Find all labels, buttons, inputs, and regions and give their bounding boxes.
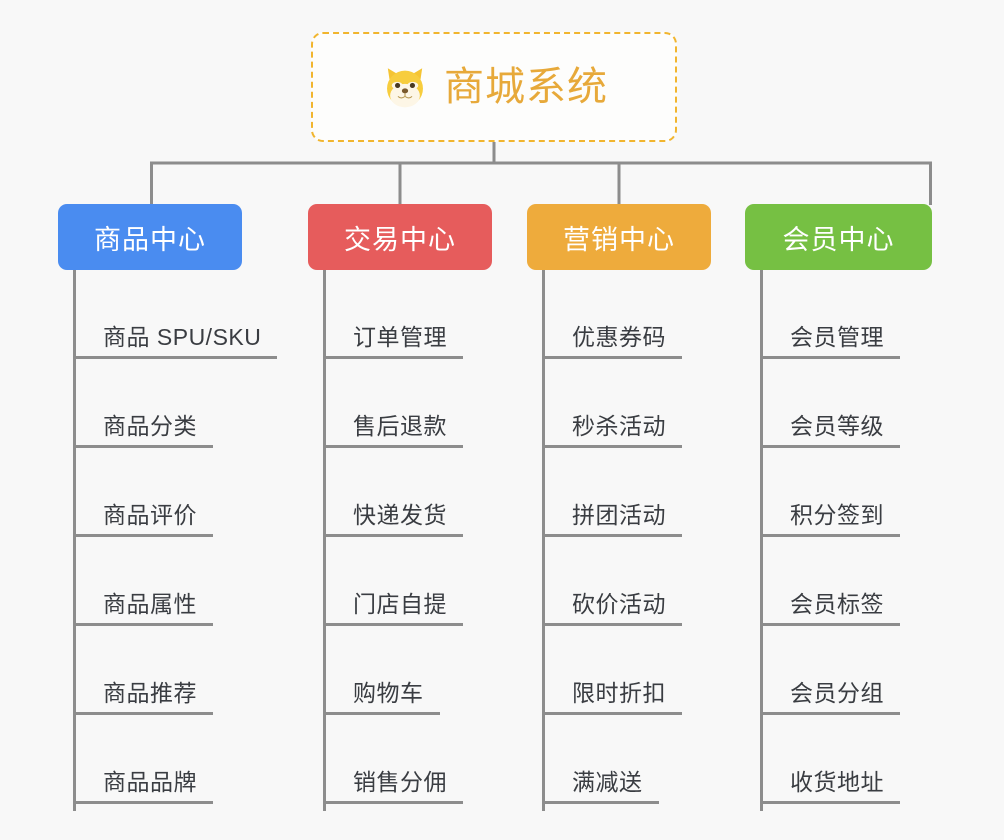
- category-box-product[interactable]: 商品中心: [58, 204, 242, 270]
- root-title: 商城系统: [444, 65, 608, 109]
- leaf-label: 售后退款: [353, 412, 447, 439]
- list-item[interactable]: 商品分类: [73, 359, 323, 448]
- list-item[interactable]: 门店自提: [323, 537, 545, 626]
- list-item[interactable]: 商品属性: [73, 537, 323, 626]
- column-spine-product: [73, 270, 76, 811]
- leaf-label: 拼团活动: [572, 501, 666, 528]
- leaf-label: 会员标签: [790, 590, 884, 617]
- leaf-label: 会员等级: [790, 412, 884, 439]
- leaf-label: 积分签到: [790, 501, 884, 528]
- list-item[interactable]: 销售分佣: [323, 715, 545, 804]
- category-column-marketing: 营销中心 优惠券码 秒杀活动 拼团活动 砍价活动 限时折扣 满减送: [527, 204, 745, 811]
- list-item[interactable]: 限时折扣: [542, 626, 760, 715]
- leaf-label: 购物车: [353, 679, 424, 706]
- leaf-list-marketing: 优惠券码 秒杀活动 拼团活动 砍价活动 限时折扣 满减送: [542, 270, 760, 804]
- leaf-label: 商品推荐: [103, 679, 197, 706]
- category-title-trade: 交易中心: [344, 224, 456, 255]
- category-box-member[interactable]: 会员中心: [745, 204, 932, 270]
- list-item[interactable]: 秒杀活动: [542, 359, 760, 448]
- leaf-label: 销售分佣: [353, 768, 447, 795]
- category-box-marketing[interactable]: 营销中心: [527, 204, 711, 270]
- list-item[interactable]: 商品推荐: [73, 626, 323, 715]
- leaf-label: 订单管理: [353, 323, 447, 350]
- shiba-dog-face-icon: [387, 68, 423, 109]
- leaf-label: 秒杀活动: [572, 412, 666, 439]
- list-item[interactable]: 会员分组: [760, 626, 990, 715]
- leaf-label: 优惠券码: [572, 323, 666, 350]
- category-box-trade[interactable]: 交易中心: [308, 204, 492, 270]
- column-spine-marketing: [542, 270, 545, 811]
- list-item[interactable]: 砍价活动: [542, 537, 760, 626]
- list-item[interactable]: 售后退款: [323, 359, 545, 448]
- leaf-label: 快递发货: [353, 501, 447, 528]
- category-columns: 商品中心 商品 SPU/SKU 商品分类 商品评价 商品属性 商品推荐 商品品牌…: [0, 204, 1004, 840]
- leaf-label: 商品评价: [103, 501, 197, 528]
- leaf-list-product: 商品 SPU/SKU 商品分类 商品评价 商品属性 商品推荐 商品品牌: [73, 270, 323, 804]
- list-item[interactable]: 快递发货: [323, 448, 545, 537]
- leaf-label: 商品 SPU/SKU: [103, 323, 262, 350]
- list-item[interactable]: 会员标签: [760, 537, 990, 626]
- list-item[interactable]: 商品评价: [73, 448, 323, 537]
- list-item[interactable]: 满减送: [542, 715, 760, 804]
- list-item[interactable]: 优惠券码: [542, 270, 760, 359]
- category-column-member: 会员中心 会员管理 会员等级 积分签到 会员标签 会员分组 收货地址: [745, 204, 975, 811]
- list-item[interactable]: 购物车: [323, 626, 545, 715]
- leaf-label: 满减送: [572, 768, 643, 795]
- root-node[interactable]: 商城系统: [311, 32, 677, 142]
- list-item[interactable]: 收货地址: [760, 715, 990, 804]
- leaf-label: 商品品牌: [103, 768, 197, 795]
- list-item[interactable]: 拼团活动: [542, 448, 760, 537]
- column-spine-trade: [323, 270, 326, 811]
- category-title-marketing: 营销中心: [563, 224, 675, 255]
- column-spine-member: [760, 270, 763, 811]
- category-column-product: 商品中心 商品 SPU/SKU 商品分类 商品评价 商品属性 商品推荐 商品品牌: [58, 204, 308, 811]
- list-item[interactable]: 商品品牌: [73, 715, 323, 804]
- category-title-product: 商品中心: [94, 224, 206, 255]
- list-item[interactable]: 订单管理: [323, 270, 545, 359]
- leaf-label: 会员分组: [790, 679, 884, 706]
- list-item[interactable]: 商品 SPU/SKU: [73, 270, 323, 359]
- leaf-label: 限时折扣: [572, 679, 666, 706]
- leaf-list-member: 会员管理 会员等级 积分签到 会员标签 会员分组 收货地址: [760, 270, 990, 804]
- category-column-trade: 交易中心 订单管理 售后退款 快递发货 门店自提 购物车 销售分佣: [308, 204, 530, 811]
- leaf-label: 门店自提: [353, 590, 447, 617]
- list-item[interactable]: 积分签到: [760, 448, 990, 537]
- leaf-label: 商品分类: [103, 412, 197, 439]
- leaf-label: 砍价活动: [572, 590, 666, 617]
- list-item[interactable]: 会员管理: [760, 270, 990, 359]
- leaf-label: 收货地址: [790, 768, 884, 795]
- list-item[interactable]: 会员等级: [760, 359, 990, 448]
- leaf-list-trade: 订单管理 售后退款 快递发货 门店自提 购物车 销售分佣: [323, 270, 545, 804]
- category-title-member: 会员中心: [782, 224, 895, 255]
- leaf-label: 会员管理: [790, 323, 884, 350]
- leaf-label: 商品属性: [103, 590, 197, 617]
